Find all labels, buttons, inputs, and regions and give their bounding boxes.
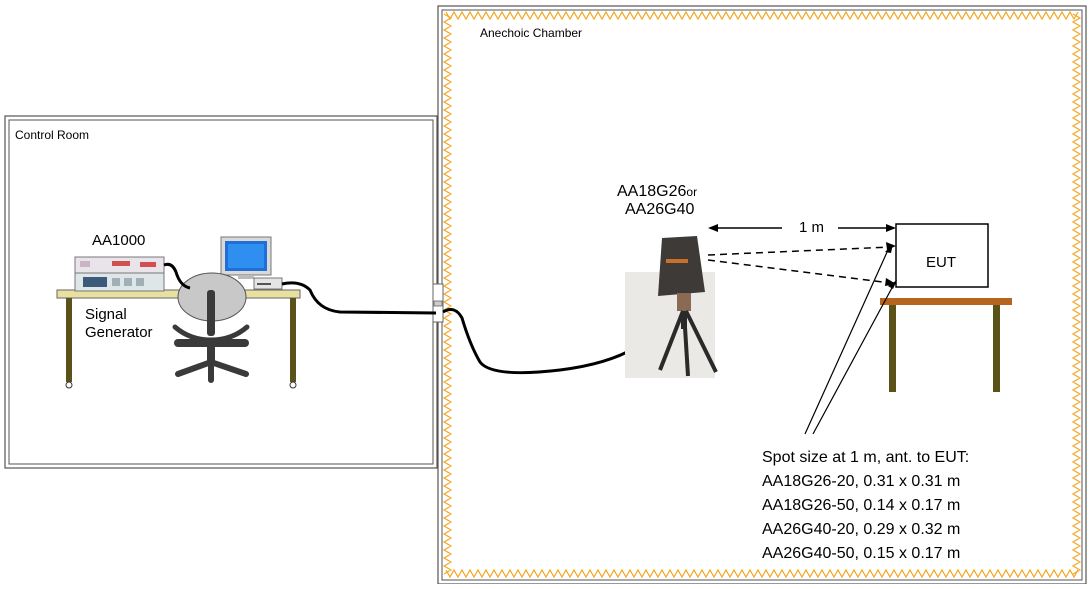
antenna-label-or: or bbox=[686, 185, 698, 199]
spot-size-row: AA18G26-20, 0.31 x 0.31 m bbox=[762, 473, 961, 490]
spot-size-heading: Spot size at 1 m, ant. to EUT: bbox=[762, 449, 970, 466]
spot-size-row: AA26G40-20, 0.29 x 0.32 m bbox=[762, 521, 961, 538]
signal-generator-icon bbox=[74, 256, 165, 292]
zigzag-right bbox=[1071, 13, 1082, 575]
zigzag-left bbox=[442, 13, 453, 575]
spot-size-row: AA26G40-50, 0.15 x 0.17 m bbox=[762, 545, 961, 562]
zigzag-bottom bbox=[445, 568, 1079, 579]
eut-table bbox=[880, 298, 1012, 392]
spot-size-row: AA18G26-50, 0.14 x 0.17 m bbox=[762, 497, 961, 514]
control-room-label: Control Room bbox=[15, 128, 90, 142]
eut-box bbox=[895, 223, 989, 288]
cable-amp-to-computer bbox=[163, 262, 191, 290]
computer-icon bbox=[220, 236, 283, 290]
spot-size-pointers bbox=[804, 244, 897, 435]
antenna-label-line1: AA18G26or bbox=[617, 183, 698, 200]
eut-label: EUT bbox=[926, 254, 956, 271]
amplifier-label: AA1000 bbox=[92, 232, 146, 249]
zigzag-top bbox=[445, 10, 1079, 21]
chair-icon bbox=[172, 272, 250, 383]
anechoic-chamber-box bbox=[437, 5, 1087, 585]
antenna-label-line2: AA26G40 bbox=[625, 201, 695, 218]
cable-computer-to-wall bbox=[281, 281, 437, 315]
antenna-on-tripod-icon bbox=[625, 236, 718, 378]
anechoic-chamber-label: Anechoic Chamber bbox=[480, 26, 583, 40]
signal-generator-label-line2: Generator bbox=[85, 324, 153, 341]
distance-arrow bbox=[708, 224, 896, 232]
signal-generator-label-line1: Signal bbox=[85, 306, 127, 323]
distance-label: 1 m bbox=[799, 219, 825, 236]
